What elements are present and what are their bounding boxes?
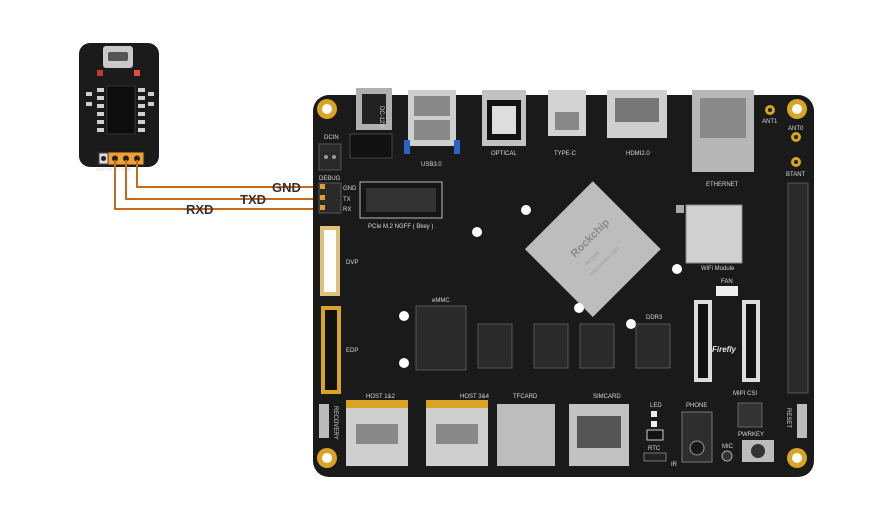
label-optical: OPTICAL — [491, 151, 517, 157]
label-debug-gnd: GND — [343, 186, 357, 192]
label-pcie: PCIe M.2 NGFF ( Bkey ) — [368, 224, 433, 230]
label-hdmi: HDMI2.0 — [626, 151, 650, 157]
fan-connector — [716, 286, 738, 296]
label-mipi: MIPI CSI — [733, 391, 757, 397]
soc-chip: Rockchip RK3399 RBDTXPRE8 1633 — [524, 181, 661, 318]
tfcard-slot — [497, 404, 555, 466]
label-mic: MIC — [722, 444, 734, 450]
label-ant1: ANT1 — [762, 119, 778, 125]
label-host34: HOST 3&4 — [460, 394, 490, 400]
ddr-chip — [477, 323, 513, 369]
label-tfcard: TFCARD — [513, 394, 538, 400]
label-debug-rx: RX — [343, 207, 351, 213]
label-ant0: ANT0 — [788, 126, 804, 132]
label-ir: IR — [671, 462, 678, 468]
wire-label-gnd: GND — [272, 180, 301, 195]
pmic-chip — [737, 402, 763, 428]
label-recovery: RECOVERY — [332, 406, 338, 440]
label-reset: RESET — [785, 408, 791, 428]
wifi-module — [685, 204, 743, 264]
ddr-chip — [579, 323, 615, 369]
wires — [114, 160, 323, 210]
label-dvp: DVP — [346, 260, 358, 266]
mounting-holes — [317, 99, 807, 468]
firefly-logo: Firefly — [712, 345, 737, 354]
label-emmc: eMMC — [432, 298, 450, 304]
ddr-chip — [533, 323, 569, 369]
label-rtc: RTC — [648, 446, 661, 452]
label-host12: HOST 1&2 — [366, 394, 396, 400]
label-dc12v: DC-12V — [378, 106, 384, 127]
label-led: LED — [650, 403, 662, 409]
reset-button — [797, 404, 807, 438]
label-phone: PHONE — [686, 403, 707, 409]
label-btant: BTANT — [786, 172, 806, 178]
ddr-chip — [635, 323, 671, 369]
label-typec: TYPE-C — [554, 151, 577, 157]
usb-ttl-adapter: VCC TX RX GND — [79, 43, 159, 172]
label-debug: DEBUG — [319, 176, 341, 182]
label-debug-tx: TX — [343, 197, 351, 203]
label-dcin: DCIN — [324, 135, 339, 141]
wire-label-txd: TXD — [240, 192, 266, 207]
adapter-pin-labels: VCC TX RX GND — [96, 167, 132, 172]
label-ethernet: ETHERNET — [706, 182, 739, 188]
recovery-button — [319, 404, 329, 438]
label-pwrkey: PWRKEY — [738, 432, 764, 438]
firefly-board: DC-12V DCIN USB3.0 OPTICAL TYPE-C HDMI2.… — [313, 88, 814, 477]
wire-rxd — [114, 160, 323, 210]
label-edp: EDP — [346, 348, 358, 354]
label-wifi: WiFi Module — [701, 266, 735, 272]
wire-gnd — [136, 160, 323, 188]
wire-label-rxd: RXD — [186, 202, 213, 217]
label-simcard: SIMCARD — [593, 394, 621, 400]
emmc-chip — [415, 305, 467, 371]
label-fan: FAN — [721, 279, 733, 285]
label-usb3: USB3.0 — [421, 162, 442, 168]
wire-txd — [125, 160, 323, 200]
gpio-header — [787, 182, 809, 394]
label-ddr3: DDR3 — [646, 315, 663, 321]
